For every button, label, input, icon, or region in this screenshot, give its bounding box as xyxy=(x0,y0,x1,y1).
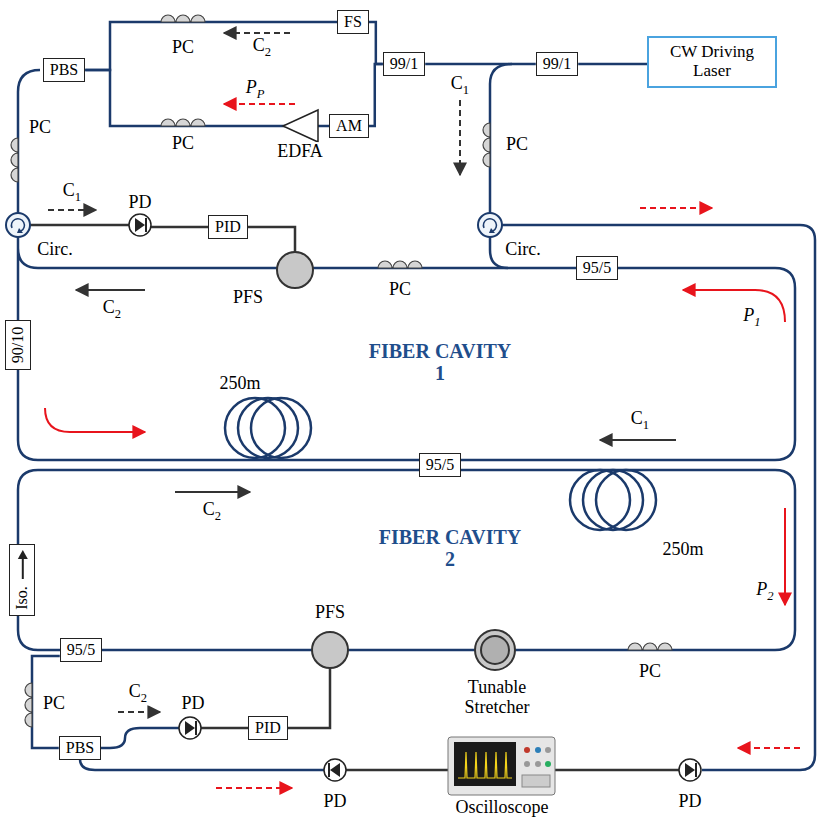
signal-name: C1 xyxy=(449,74,471,97)
component-name: 95/5 xyxy=(583,259,611,277)
component-name: 95/5 xyxy=(67,641,95,659)
fiber-connection xyxy=(369,64,383,126)
signal-arrows xyxy=(48,33,676,712)
part-label: PFS xyxy=(231,288,265,308)
signal-name: P1 xyxy=(741,306,762,329)
signal-name: C1 xyxy=(61,181,83,204)
part-label: 250m xyxy=(217,374,262,394)
fiber-stretcher xyxy=(277,252,515,670)
component-box: 95/5 xyxy=(60,638,102,662)
component-name: 95/5 xyxy=(426,456,454,474)
signal-name: P2 xyxy=(754,580,775,603)
oscilloscope-icon xyxy=(448,737,555,795)
electrical-wires xyxy=(30,225,679,770)
photodiode-symbol xyxy=(129,214,701,781)
component-name: 99/1 xyxy=(543,55,571,73)
component-box: 99/1 xyxy=(383,52,425,76)
fiber-lines xyxy=(18,64,815,770)
part-label: Circ. xyxy=(503,240,543,260)
part-label: PC xyxy=(504,135,530,155)
signal-name: C2 xyxy=(201,500,223,523)
component-box: AM xyxy=(329,114,369,138)
component-box: PID xyxy=(248,716,288,740)
signal-name: C2 xyxy=(251,36,273,59)
amplifier-symbol xyxy=(283,110,318,142)
signal-name: PP xyxy=(244,78,267,101)
component-name: CW Driving Laser xyxy=(658,43,766,80)
part-label: PD xyxy=(179,694,206,714)
fiber-coil xyxy=(225,398,656,530)
component-name: PID xyxy=(255,719,281,737)
part-label: PC xyxy=(170,38,196,58)
component-name: PID xyxy=(215,218,241,236)
component-box: FS xyxy=(337,10,369,34)
component-box: 95/5 xyxy=(576,256,618,280)
laser-box: CW Driving Laser xyxy=(647,36,777,87)
cavity-title: FIBER CAVITY 2 xyxy=(373,526,527,570)
polarization-controller xyxy=(11,15,672,727)
fiber-connection xyxy=(425,63,536,66)
component-box: 95/5 xyxy=(419,453,461,477)
isolator-arrow xyxy=(10,547,36,581)
component-name: PBS xyxy=(50,61,78,79)
component-name: 90/10 xyxy=(9,327,27,363)
part-label: EDFA xyxy=(275,142,325,162)
fiber-connection xyxy=(578,63,647,66)
part-label: PC xyxy=(27,118,53,138)
part-label: PC xyxy=(41,694,67,714)
cavity-title: FIBER CAVITY 1 xyxy=(363,340,517,384)
component-box: 90/10 xyxy=(5,320,31,370)
part-label: PC xyxy=(170,134,196,154)
fiber-connection xyxy=(85,70,329,126)
signal-name: C1 xyxy=(629,409,651,432)
component-name: PBS xyxy=(66,739,94,757)
signal-name: C2 xyxy=(101,298,123,321)
fiber-connection xyxy=(85,22,337,70)
part-label: PD xyxy=(676,792,703,812)
component-name: Iso. xyxy=(13,586,31,610)
part-label: PFS xyxy=(313,603,347,623)
component-name: FS xyxy=(344,13,362,31)
component-box: 99/1 xyxy=(536,52,578,76)
part-label: PC xyxy=(637,662,663,682)
part-label: Tunable Stretcher xyxy=(440,678,554,718)
signal-name: C2 xyxy=(127,682,149,705)
component-box: PBS xyxy=(43,58,85,82)
part-label: 250m xyxy=(660,540,705,560)
part-label: Circ. xyxy=(35,240,75,260)
part-label: PC xyxy=(387,280,413,300)
part-label: PD xyxy=(126,193,153,213)
fiber-connection xyxy=(369,22,383,64)
component-box: PID xyxy=(208,215,248,239)
circulator-symbol xyxy=(6,213,502,237)
pump-arrows xyxy=(45,104,800,788)
part-label: PD xyxy=(321,792,348,812)
part-label: Oscilloscope xyxy=(454,798,551,818)
component-box: PBS xyxy=(59,736,101,760)
component-name: 99/1 xyxy=(390,55,418,73)
component-name: AM xyxy=(336,117,362,135)
component-box: Iso. xyxy=(9,544,35,616)
